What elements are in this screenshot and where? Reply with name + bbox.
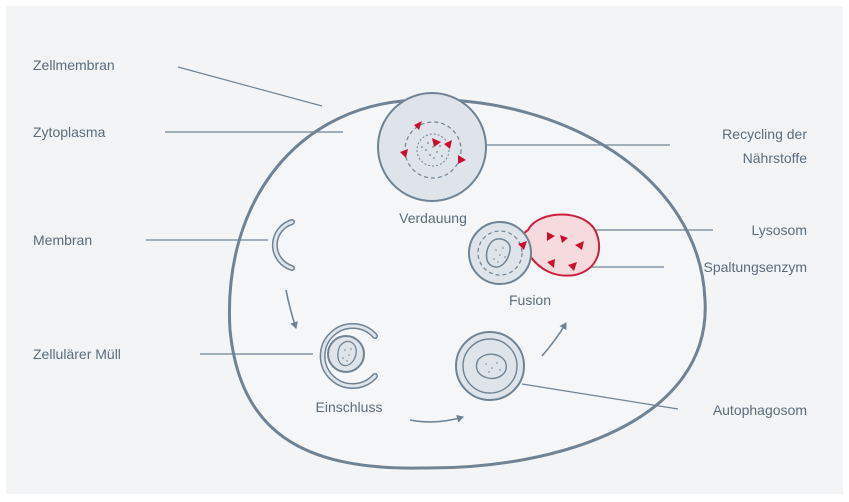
enzyme-marker — [414, 121, 422, 130]
enzyme-marker — [432, 138, 441, 147]
label-spaltungsenzym: Spaltungsenzym — [703, 259, 807, 275]
label-zytoplasma: Zytoplasma — [33, 124, 106, 140]
label-membran: Membran — [33, 232, 92, 248]
arrow-membran-to-einschluss — [285, 289, 298, 329]
stage-label-einschluss: Einschluss — [316, 399, 383, 415]
autophagosome-vesicle — [455, 331, 525, 401]
label-lysosom: Lysosom — [751, 222, 807, 238]
arrow-einschluss-to-autophagosom — [409, 414, 464, 423]
label-autophagosom: Autophagosom — [713, 402, 807, 418]
enzyme-marker — [518, 241, 527, 250]
process-arrows — [285, 289, 567, 423]
label-zellmembran: Zellmembran — [33, 57, 115, 73]
cell-membrane-shape — [227, 98, 707, 470]
label-recycling-line2: Nährstoffe — [743, 150, 808, 166]
verdauung-vesicle — [377, 92, 487, 202]
stage-label-fusion: Fusion — [509, 292, 551, 308]
enzyme-marker — [400, 149, 408, 158]
label-zellulaerer-muell: Zellulärer Müll — [33, 346, 121, 362]
enzyme-marker — [568, 262, 577, 271]
enzyme-marker — [444, 140, 452, 149]
einschluss-vesicle — [319, 323, 378, 389]
leader-line-autophagosom — [521, 383, 679, 410]
enzyme-marker — [575, 241, 584, 250]
fusion-vesicle — [468, 213, 601, 285]
enzyme-marker — [547, 232, 555, 241]
arrow-autophagosom-to-fusion — [541, 322, 567, 357]
leader-lines — [146, 66, 713, 410]
label-recycling-line1: Recycling der — [722, 126, 807, 142]
enzyme-marker — [458, 155, 466, 164]
enzyme-marker — [560, 235, 568, 243]
stage-label-verdauung: Verdauung — [399, 210, 467, 226]
leader-line-zellmembran — [177, 66, 323, 107]
enzyme-marker — [547, 259, 555, 268]
